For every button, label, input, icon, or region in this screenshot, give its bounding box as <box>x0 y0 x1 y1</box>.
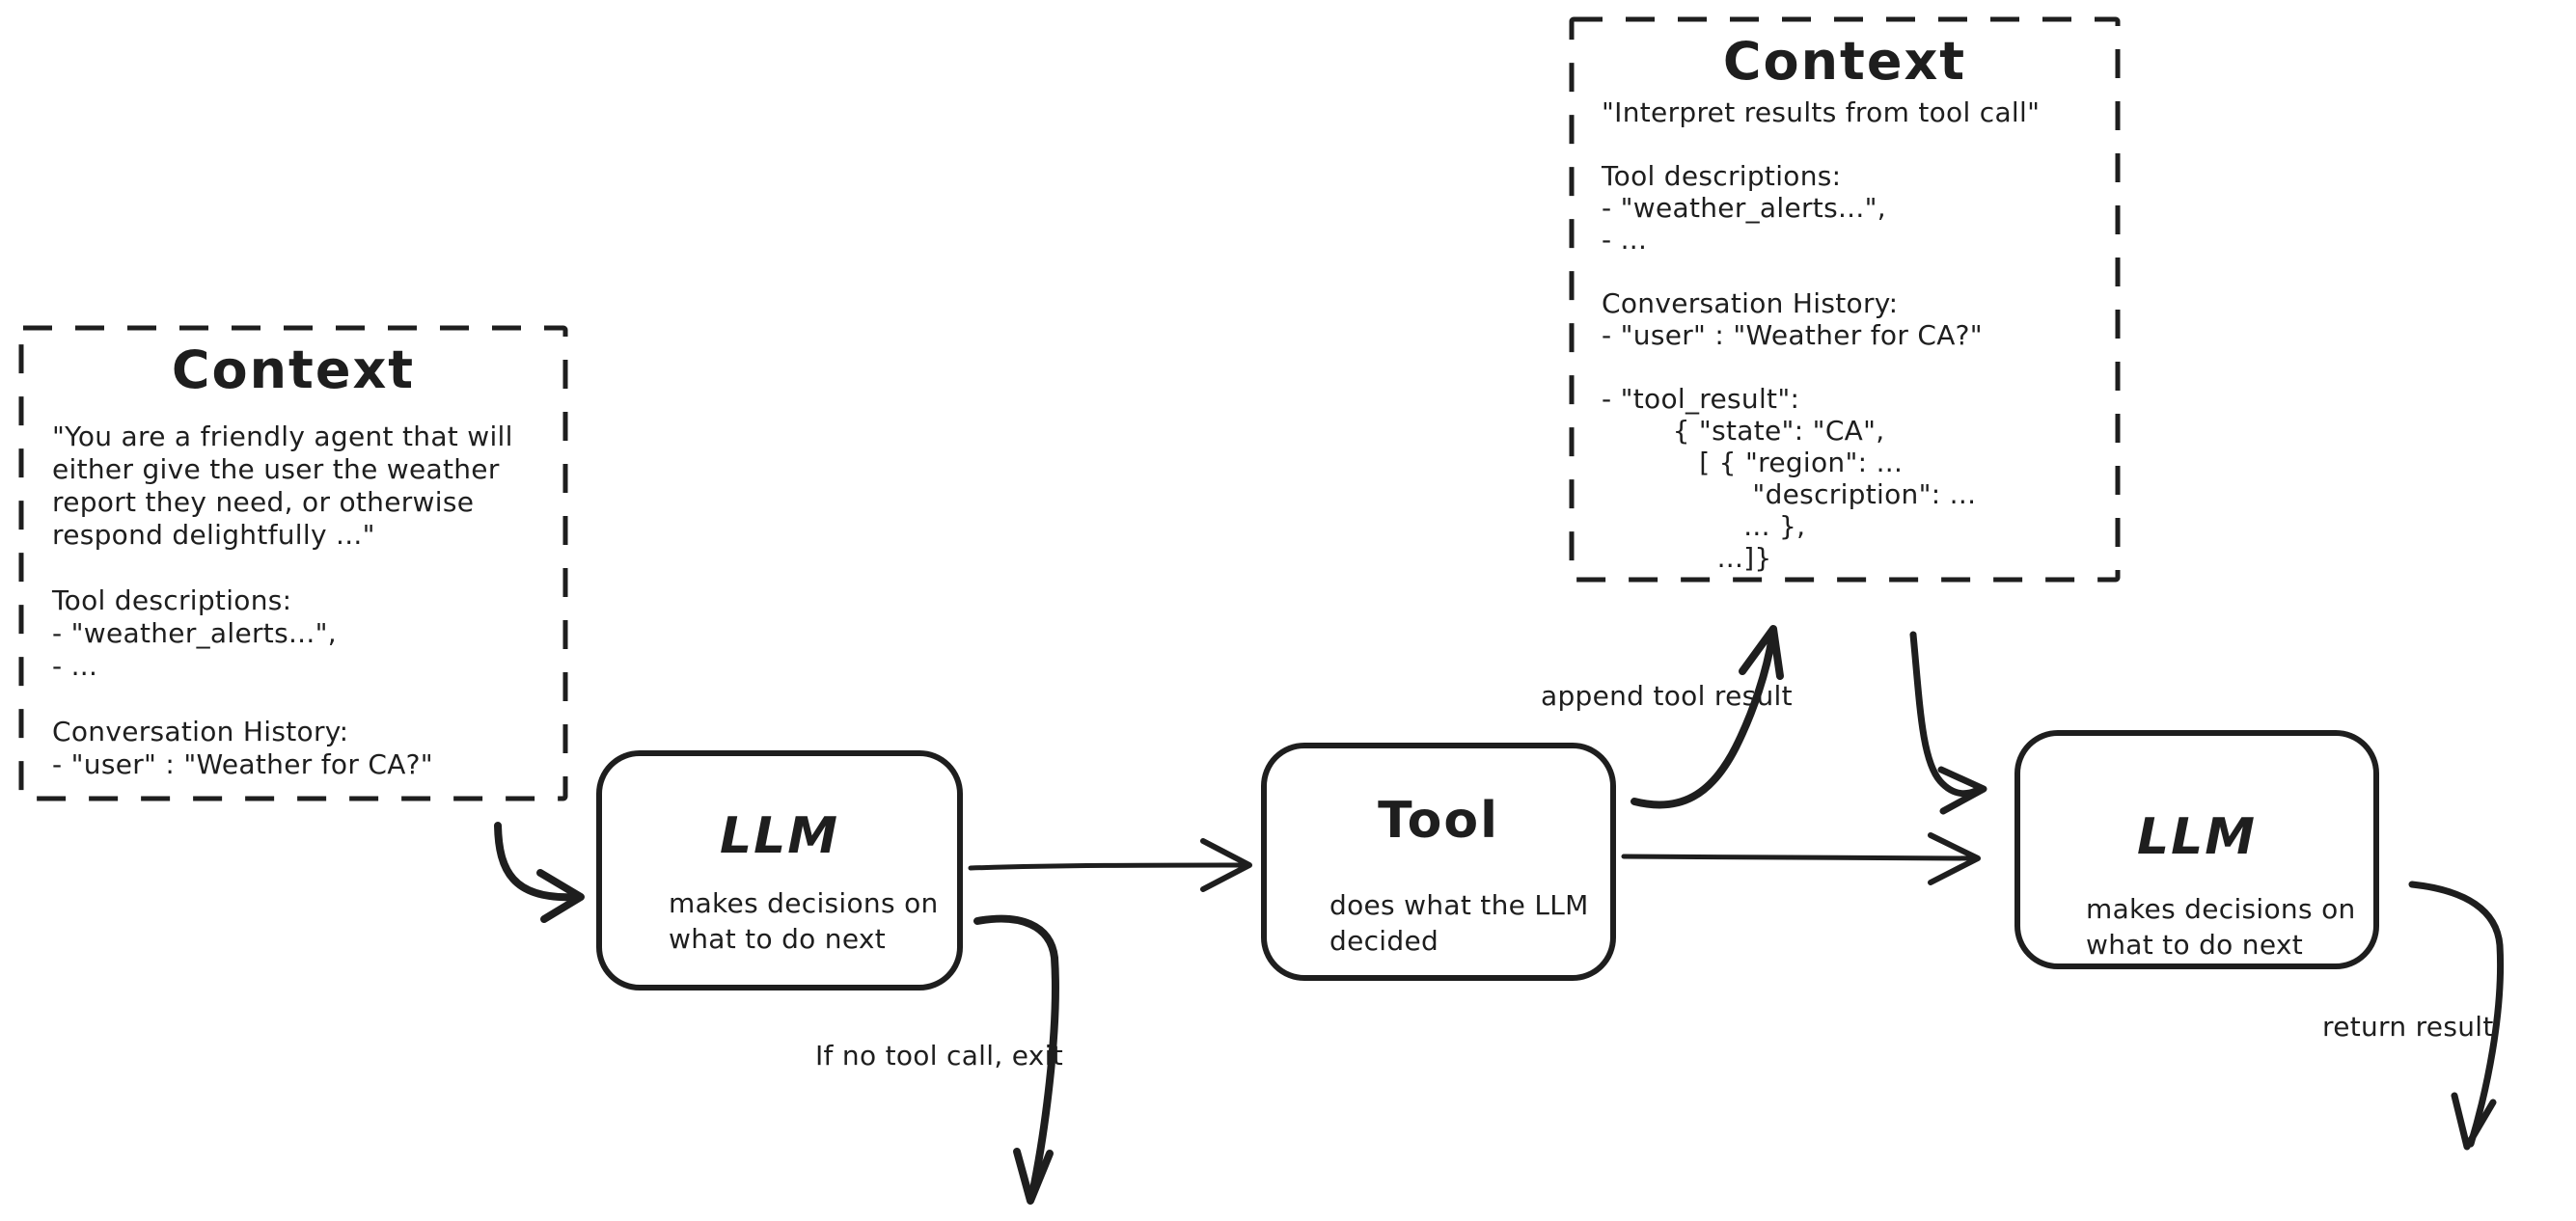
tool-subtitle: does what the LLM decided <box>1329 889 1589 957</box>
context-line: ... }, <box>1602 510 1806 542</box>
context-line: "description": ... <box>1602 478 1977 510</box>
context-line: - "user" : "Weather for CA?" <box>1602 319 1983 351</box>
context-top-right-title: Context <box>1722 31 1967 92</box>
context-line <box>1602 128 2040 160</box>
context-line: "You are a friendly agent that will <box>52 421 513 452</box>
context-line: respond delightfully ..." <box>52 519 375 551</box>
context-line: - ... <box>1602 224 1648 256</box>
arrow-tool-to-context-append <box>1631 625 1784 809</box>
arrow-tool-to-llm-2 <box>1621 832 1981 885</box>
context-line <box>52 552 513 584</box>
context-left-box-border <box>18 325 568 801</box>
context-line: - "weather_alerts...", <box>1602 192 1886 224</box>
context-line: "Interpret results from tool call" <box>1602 96 2041 128</box>
llm-2-box-border <box>2014 730 2379 969</box>
llm-1-subtitle: makes decisions on what to do next <box>669 887 939 955</box>
context-line: - "user" : "Weather for CA?" <box>52 748 433 780</box>
context-line: - ... <box>52 650 98 682</box>
edge-label-return-result: return result <box>2322 1011 2494 1043</box>
llm-1-box-border <box>596 750 963 990</box>
edge-label-append-tool-result: append tool result <box>1541 680 1793 712</box>
context-line <box>1602 256 2040 287</box>
llm-2-title: LLM <box>2136 808 2257 866</box>
arrow-context-to-llm-2 <box>1909 631 1987 815</box>
arrow-context-left-to-llm-1 <box>494 822 585 923</box>
edge-label-if-no-tool-call-exit: If no tool call, exit <box>815 1040 1063 1072</box>
context-line: Conversation History: <box>52 716 349 747</box>
context-line <box>52 683 513 716</box>
tool-title: Tool <box>1378 792 1499 850</box>
arrow-llm-1-to-tool <box>968 838 1252 892</box>
context-line: - "tool_result": <box>1602 383 1800 415</box>
context-line: - "weather_alerts...", <box>52 617 337 649</box>
llm-1-title: LLM <box>719 807 839 865</box>
context-top-right-box-border <box>1569 16 2121 583</box>
context-line: Conversation History: <box>1602 287 1899 319</box>
context-line: either give the user the weather <box>52 453 500 485</box>
context-line: [ { "region": ... <box>1602 447 1904 478</box>
context-line: Tool descriptions: <box>1602 160 1842 192</box>
context-left-title: Context <box>171 339 416 400</box>
context-line: Tool descriptions: <box>52 584 292 616</box>
arrow-llm-1-exit <box>973 914 1059 1205</box>
context-line <box>1602 351 2040 383</box>
arrow-llm-2-return <box>2408 881 2505 1151</box>
context-line: { "state": "CA", <box>1602 415 1885 447</box>
context-line: ...]} <box>1602 542 1772 574</box>
llm-2-subtitle: makes decisions on what to do next <box>2086 893 2356 961</box>
context-top-right-body: "Interpret results from tool call" Tool … <box>1602 96 2040 574</box>
tool-box-border <box>1261 743 1616 981</box>
context-line: report they need, or otherwise <box>52 486 475 518</box>
